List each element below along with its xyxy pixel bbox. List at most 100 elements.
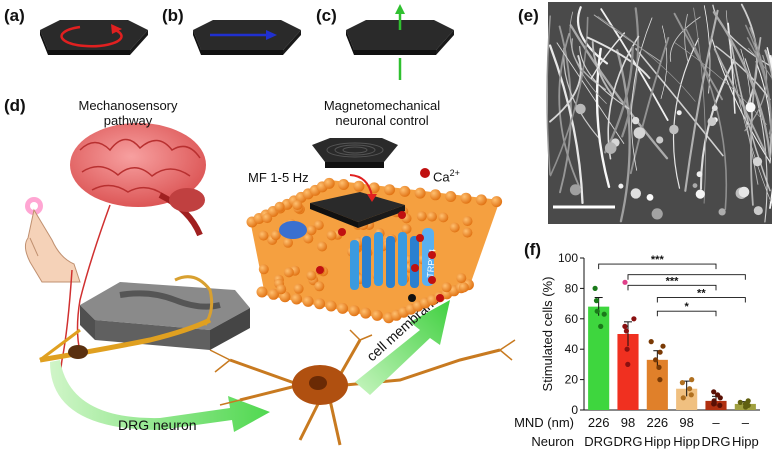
mnd-tick-label: – [742,415,750,430]
lipid-head [307,225,317,235]
sem-cell [656,136,663,143]
y-tick-label: 60 [565,312,579,326]
panel-label-b: (b) [162,6,184,26]
data-point [711,389,716,394]
panel-label-d: (d) [4,96,26,116]
lipid-head [415,188,426,199]
significance-label: * [685,301,690,313]
mnd-tick-label: 226 [588,415,610,430]
data-point [656,365,661,370]
data-point [680,380,685,385]
magneto-line2: neuronal control [292,113,472,128]
brain-illustration [70,123,206,235]
data-point [649,339,654,344]
magnetomechanical-title: Magnetomechanical neuronal control [292,98,472,128]
panel-label-e: (e) [518,6,539,26]
lipid-head [476,194,487,205]
outlier-point [622,280,627,285]
data-point [631,316,636,321]
bar [588,307,609,410]
finger-illustration [25,197,80,282]
magneto-line1: Magnetomechanical [292,98,472,113]
sem-cell [746,102,756,112]
lipid-head [314,298,325,309]
lipid-head [276,284,286,294]
panel-label-a: (a) [4,6,25,26]
panel-label-f: (f) [524,240,541,260]
mechanosensory-title: Mechanosensory pathway [58,98,198,128]
data-point [602,312,607,317]
data-point [743,404,748,409]
sem-cell [669,125,678,134]
significance-label: *** [666,275,680,287]
mf-label: MF 1-5 Hz [248,170,328,185]
lipid-head [461,193,472,204]
lipid-head [306,271,316,281]
y-tick-label: 40 [565,342,579,356]
data-point [625,362,630,367]
lipid-head [292,200,302,210]
lipid-head [372,310,383,321]
data-point [622,324,627,329]
lipid-head [384,184,395,195]
sem-cell [618,184,623,189]
sem-cell [634,127,646,139]
data-point [717,403,722,408]
data-point [625,347,630,352]
lipid-head [338,179,349,190]
panel-label-c: (c) [316,6,337,26]
sem-cell [632,117,639,124]
drg-neuron-label: DRG neuron [118,417,197,433]
lipid-head [463,216,473,226]
significance-label: *** [651,254,665,266]
sem-cell [697,171,703,177]
neuron-tick-label: Hipp [673,434,700,449]
sem-cell [739,187,750,198]
sem-cell [719,208,726,215]
lipid-head [417,211,427,221]
data-point [595,309,600,314]
lipid-head [438,212,448,222]
lipid-head [259,231,269,241]
lipid-head [275,202,285,212]
data-point [594,298,599,303]
ca-charge: 2+ [450,168,460,178]
sem-cell [605,142,617,154]
lipid-head [291,294,302,305]
lipid-head [360,308,371,319]
sem-cell [754,206,763,215]
lipid-head [283,238,293,248]
mnd-tick-label: 98 [679,415,693,430]
drg-ganglion [68,345,88,359]
sem-cell [647,194,654,201]
sem-cell [693,183,698,188]
panel-c-disk [346,4,454,80]
panel-b-disk [193,20,301,55]
data-point [689,392,694,397]
lipid-head [399,186,410,197]
lipid-head [349,305,360,316]
lipid-head [442,282,452,292]
lipid-head [459,282,469,292]
lipid-head [303,296,314,307]
sem-image [547,2,772,224]
y-tick-label: 80 [565,281,579,295]
lipid-head [430,189,441,200]
lipid-head [314,281,324,291]
lipid-head [317,242,327,252]
data-point [660,344,665,349]
lipid-head [327,230,337,240]
sem-cell [575,104,585,114]
significance-label: ** [697,288,706,300]
neuron-tick-label: DRG [702,434,731,449]
sem-cell [696,190,705,199]
sem-cell [708,117,717,126]
data-point [681,395,686,400]
mechanosensory-line2: pathway [58,113,198,128]
lipid-head [262,213,272,223]
data-point [687,386,692,391]
sem-cell [631,188,641,198]
neuron-tick-label: Hipp [644,434,671,449]
